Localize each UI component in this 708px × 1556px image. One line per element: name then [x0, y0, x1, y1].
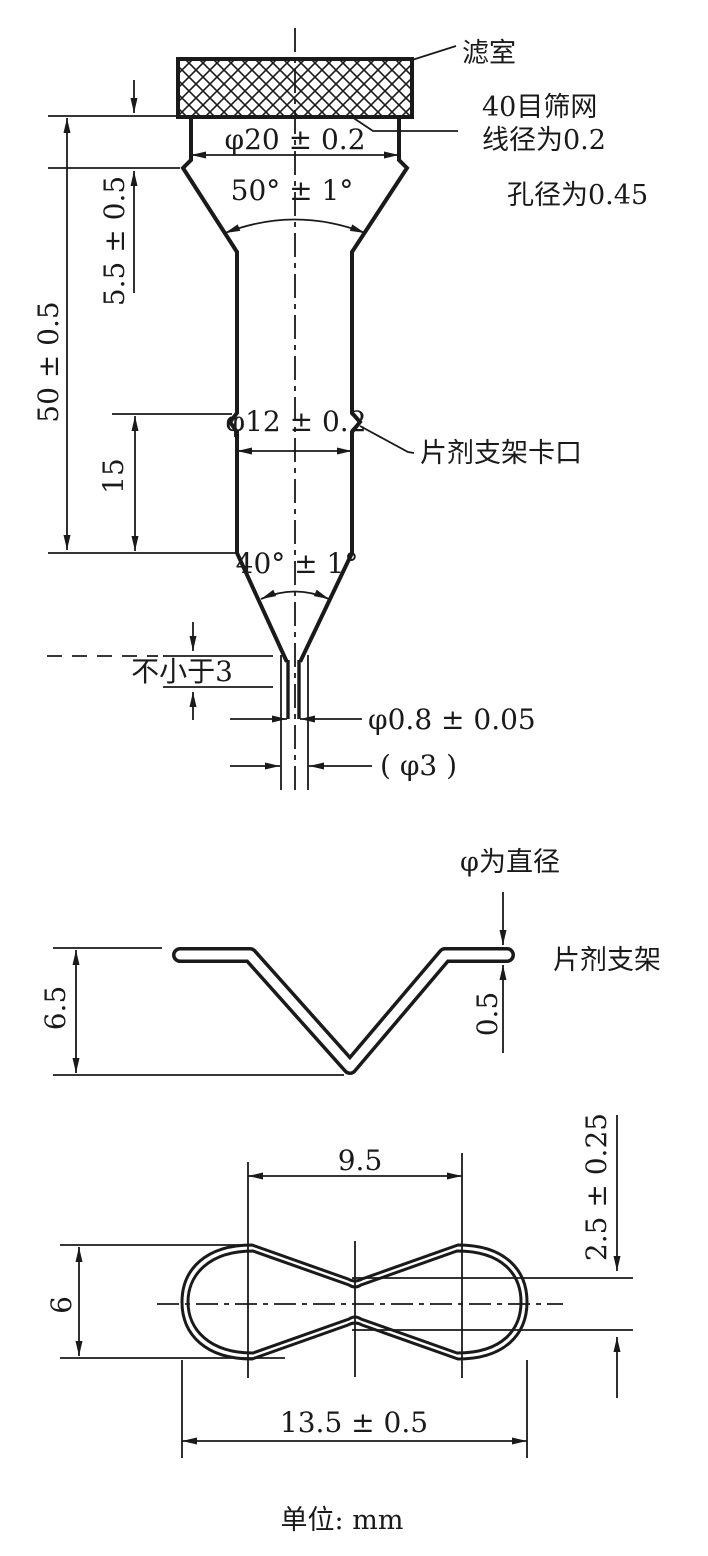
dim-lobe-span: 9.5 [248, 1144, 462, 1180]
dim-neck-height: 5.5 ± 0.5 [98, 80, 138, 306]
filter-chamber-label: 滤室 [462, 38, 516, 69]
dim-support-height: 6.5 [39, 947, 344, 1076]
dim-wire-thickness: 0.5 [471, 965, 507, 1053]
dim-mid-diameter: φ12 ± 0.2 [225, 405, 367, 455]
svg-text:50 ± 0.5: 50 ± 0.5 [32, 301, 65, 422]
capillary-bore [286, 660, 301, 719]
support-side-figure: φ为直径 片剂支架 6.5 0.5 [39, 847, 661, 1076]
filter-chamber-leader [411, 45, 457, 61]
svg-text:φ20 ± 0.2: φ20 ± 0.2 [224, 123, 365, 156]
mesh-note-line2: 线径为0.2 [482, 125, 606, 156]
svg-text:6.5: 6.5 [39, 986, 72, 1031]
svg-text:0.5: 0.5 [471, 992, 504, 1037]
svg-text:15: 15 [97, 458, 130, 494]
filter-chamber [176, 57, 414, 119]
dim-mid-height: 15 [97, 416, 139, 551]
unit-note: 单位: mm [281, 1505, 404, 1536]
support-label: 片剂支架 [553, 945, 661, 976]
dim-bore-diameter: φ0.8 ± 0.05 [230, 703, 536, 736]
support-wire-outline [172, 947, 515, 1075]
dim-total-height: 50 ± 0.5 [32, 118, 71, 550]
mesh-note-line1: 40目筛网 [482, 92, 597, 123]
svg-text:( φ3 ): ( φ3 ) [380, 749, 457, 782]
dim-tip-outer-diameter: ( φ3 ) [230, 749, 457, 782]
svg-text:50° ± 1°: 50° ± 1° [231, 174, 354, 207]
tube-figure: 滤室 40目筛网 线径为0.2 孔径为0.45 φ20 ± 0.2 50° ± … [32, 28, 648, 792]
diameter-note: φ为直径 [460, 847, 560, 878]
svg-text:13.5 ± 0.5: 13.5 ± 0.5 [280, 1406, 428, 1439]
tube-wall-right [298, 115, 410, 663]
dim-waist-width: 2.5 ± 0.25 [580, 1113, 621, 1398]
svg-text:不小于3: 不小于3 [131, 655, 233, 688]
svg-text:6: 6 [45, 1296, 78, 1314]
svg-text:40° ± 1°: 40° ± 1° [236, 547, 359, 580]
dim-total-length: 13.5 ± 0.5 [182, 1406, 527, 1445]
support-wire-core [175, 950, 512, 1072]
loop-outer-outline [180, 1243, 529, 1361]
svg-text:φ0.8 ± 0.05: φ0.8 ± 0.05 [368, 703, 536, 736]
mesh-note-line3: 孔径为0.45 [507, 180, 648, 211]
tube-wall-left [180, 115, 289, 663]
svg-text:9.5: 9.5 [338, 1144, 383, 1177]
capillary-outer [280, 655, 309, 790]
dim-bottom-angle: 40° ± 1° [236, 547, 359, 600]
svg-text:5.5 ± 0.5: 5.5 ± 0.5 [98, 176, 131, 306]
dim-lobe-width: 6 [45, 1247, 83, 1356]
support-top-figure: 9.5 2.5 ± 0.25 6 13.5 ± 0.5 [45, 1113, 633, 1458]
notch-label: 片剂支架卡口 [420, 438, 582, 469]
notch-leader [359, 425, 415, 454]
svg-text:φ12 ± 0.2: φ12 ± 0.2 [225, 405, 366, 438]
dim-tip-length: 不小于3 [47, 622, 273, 720]
mesh-note-leader [351, 116, 458, 132]
dim-top-angle: 50° ± 1° [224, 174, 366, 234]
dim-top-diameter: φ20 ± 0.2 [191, 123, 399, 159]
loop-inner-outline [186, 1249, 523, 1355]
svg-text:2.5 ± 0.25: 2.5 ± 0.25 [580, 1113, 613, 1261]
